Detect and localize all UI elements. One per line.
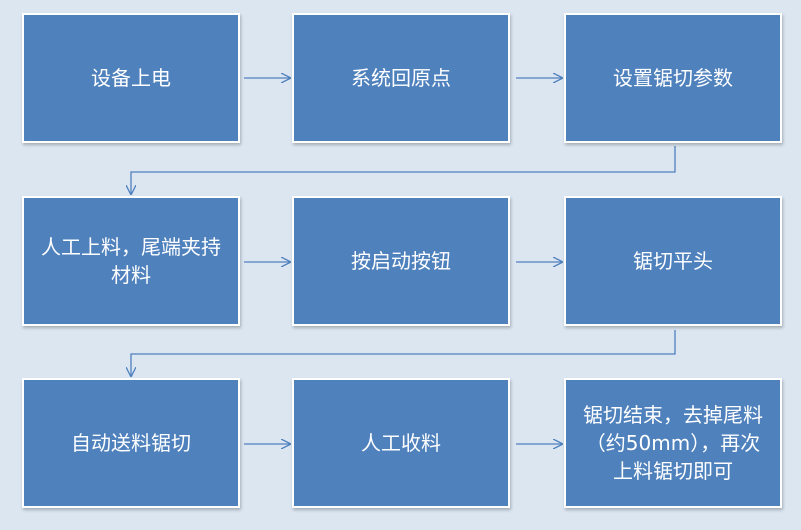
step-system-homing: 系统回原点 [292,13,510,143]
step-finish-reload: 锯切结束，去掉尾料（约50mm），再次上料锯切即可 [564,378,782,508]
step-power-on: 设备上电 [22,13,240,143]
step-press-start: 按启动按钮 [292,196,510,326]
step-auto-feed-saw: 自动送料锯切 [22,378,240,508]
step-label: 人工收料 [361,431,441,455]
step-label: 设置锯切参数 [613,66,733,90]
step-saw-flat-head: 锯切平头 [564,196,782,326]
step-manual-unload: 人工收料 [292,378,510,508]
connector-s3-s4 [131,146,676,194]
step-label: 人工上料，尾端夹持材料 [41,235,221,287]
step-label: 按启动按钮 [351,249,451,273]
step-manual-load: 人工上料，尾端夹持材料 [22,196,240,326]
step-label: 自动送料锯切 [71,431,191,455]
step-label: 系统回原点 [351,66,451,90]
step-label: 锯切平头 [633,249,713,273]
step-label: 设备上电 [91,66,171,90]
connector-s6-s7 [131,330,676,376]
step-label: 锯切结束，去掉尾料（约50mm），再次上料锯切即可 [583,403,763,483]
step-set-saw-params: 设置锯切参数 [564,13,782,143]
